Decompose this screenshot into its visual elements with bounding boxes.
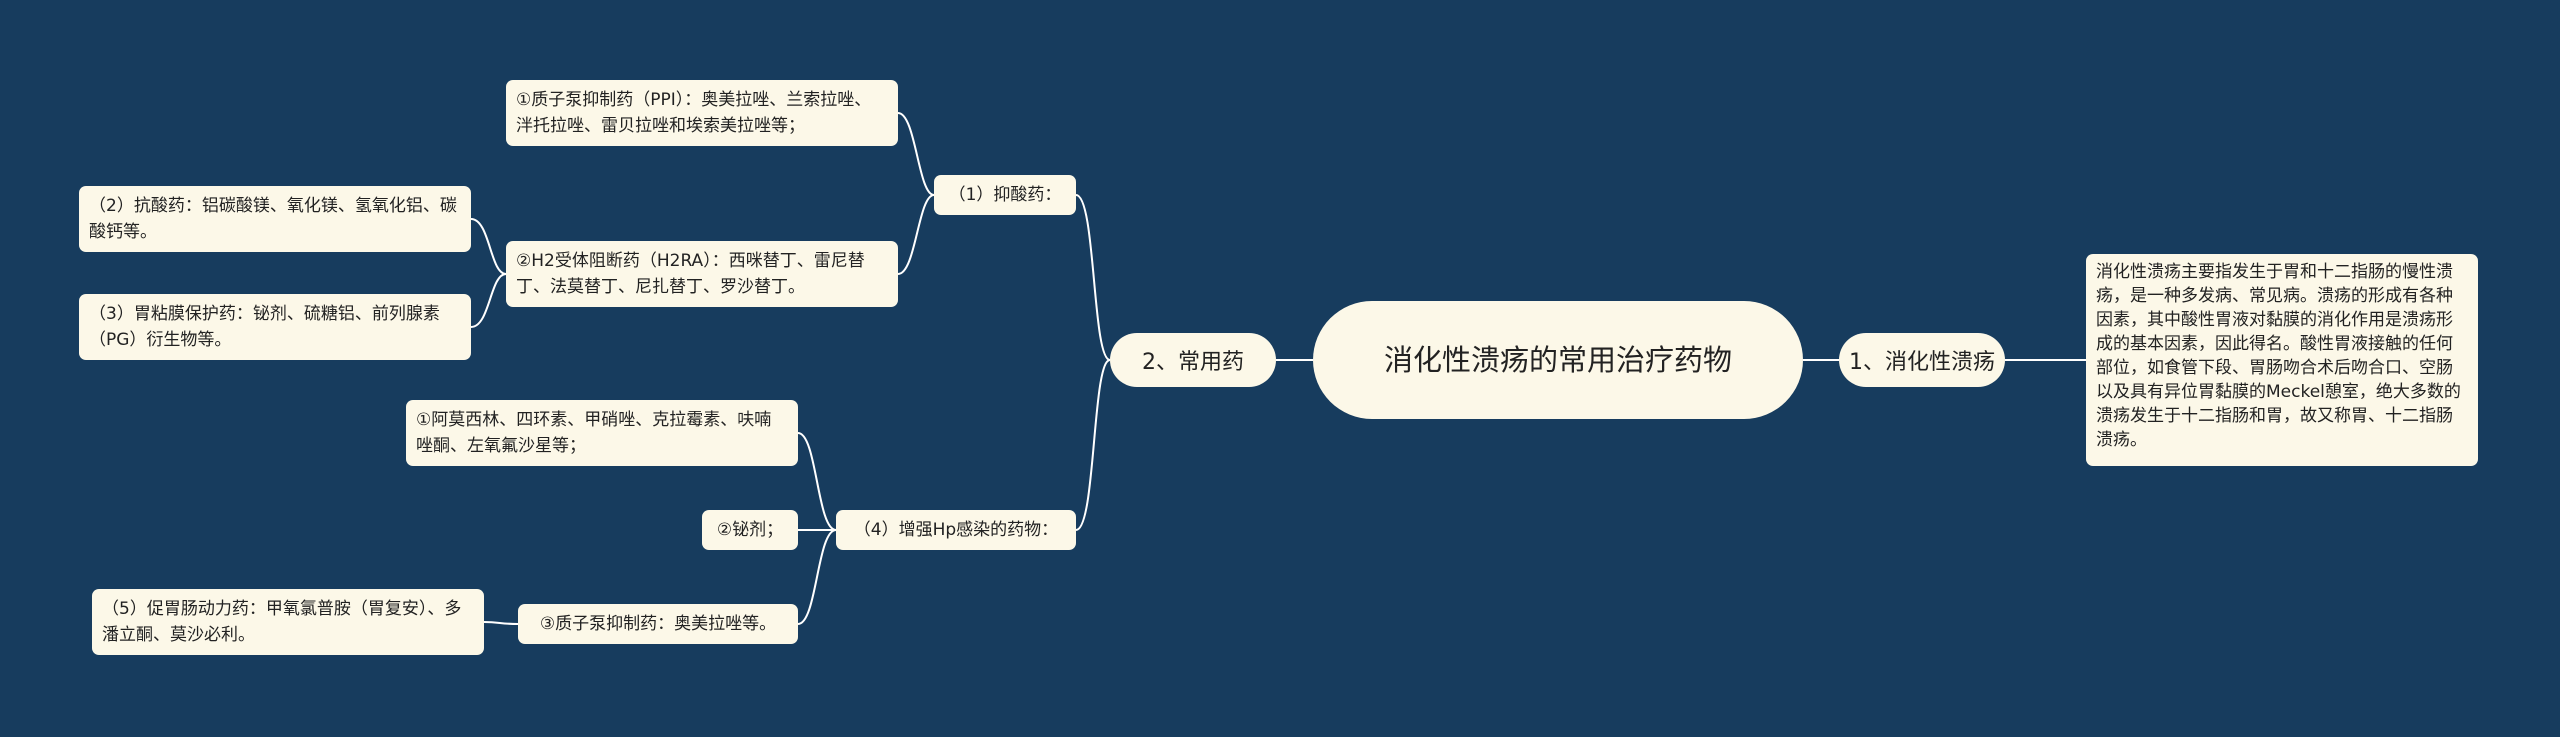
edge-acid-h2ra	[897, 194, 935, 275]
antibiotic-drugs[interactable]: ①阿莫西林、四环素、甲硝唑、克拉霉素、呋喃唑酮、左氧氟沙星等；	[406, 400, 798, 466]
antacid-drugs[interactable]: （2）抗酸药：铝碳酸镁、氧化镁、氢氧化铝、碳酸钙等。	[79, 186, 471, 252]
bismuth-drugs[interactable]: ②铋剂；	[702, 510, 798, 550]
prokinetic-drugs[interactable]: （5）促胃肠动力药：甲氧氯普胺（胃复安）、多潘立酮、莫沙必利。	[92, 589, 484, 655]
edge-left-acid	[1075, 194, 1111, 361]
root-topic[interactable]: 消化性溃疡的常用治疗药物	[1313, 301, 1803, 419]
ppi-drugs[interactable]: ①质子泵抑制药（PPI）：奥美拉唑、兰索拉唑、泮托拉唑、雷贝拉唑和埃索美拉唑等；	[506, 80, 898, 146]
mucosa-protective-drugs[interactable]: （3）胃粘膜保护药：铋剂、硫糖铝、前列腺素（PG）衍生物等。	[79, 294, 471, 360]
sub-hp-infection-drugs[interactable]: （4）增强Hp感染的药物：	[836, 510, 1076, 550]
edge-h2ra-antacid	[470, 218, 507, 275]
edge-hp-ppi2	[797, 529, 837, 625]
edge-ppi2-prokinetic	[483, 621, 519, 625]
peptic-ulcer-description[interactable]: 消化性溃疡主要指发生于胃和十二指肠的慢性溃疡，是一种多发病、常见病。溃疡的形成有…	[2086, 254, 2478, 466]
edge-acid-ppi	[897, 112, 935, 196]
ppi-drugs-hp[interactable]: ③质子泵抑制药：奥美拉唑等。	[518, 604, 798, 644]
sub-acid-suppressants[interactable]: （1）抑酸药：	[934, 175, 1076, 215]
edge-h2ra-mucosa	[470, 273, 507, 328]
branch-peptic-ulcer[interactable]: 1、消化性溃疡	[1839, 333, 2005, 387]
branch-common-drugs[interactable]: 2、常用药	[1110, 333, 1276, 387]
h2ra-drugs[interactable]: ②H2受体阻断药（H2RA）：西咪替丁、雷尼替丁、法莫替丁、尼扎替丁、罗沙替丁。	[506, 241, 898, 307]
edge-left-hp	[1075, 359, 1111, 531]
edge-hp-antibiotics	[797, 432, 837, 531]
